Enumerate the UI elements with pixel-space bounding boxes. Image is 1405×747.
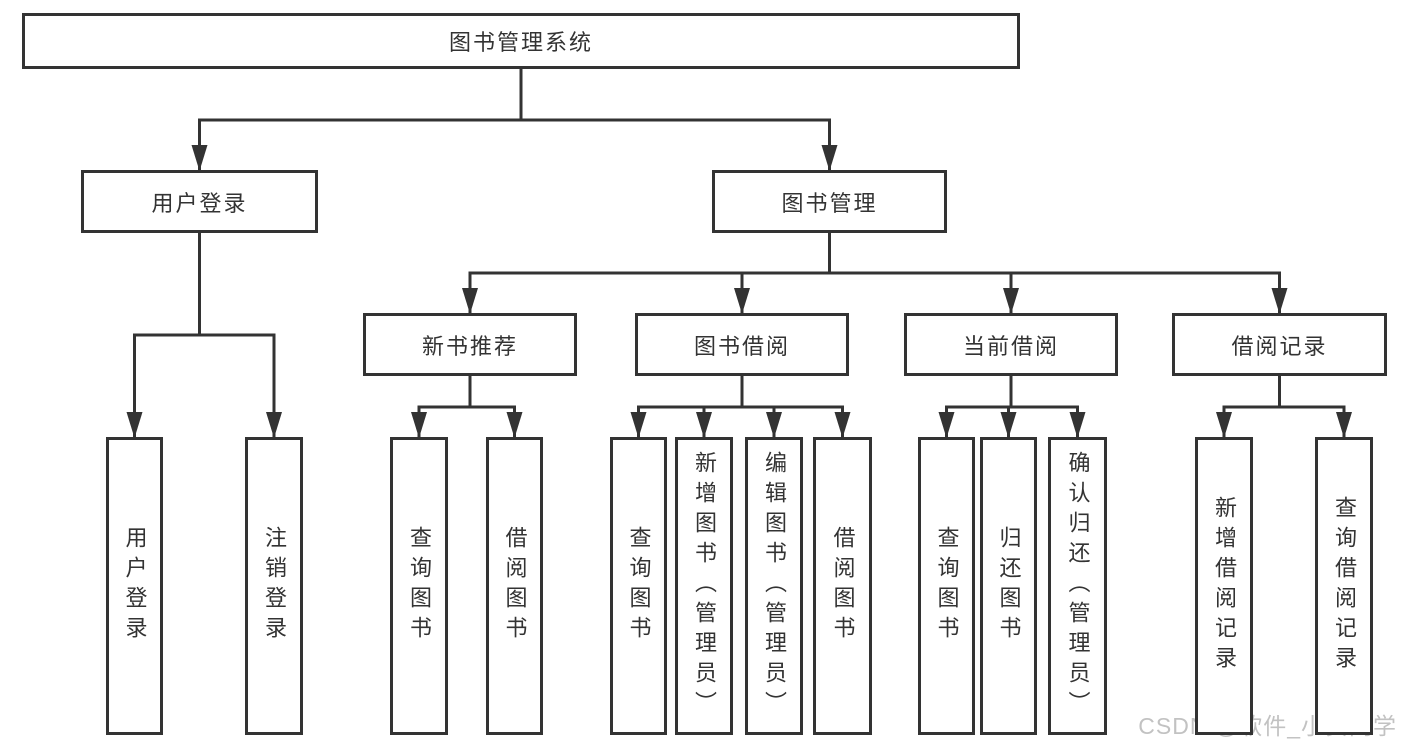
node-label: 确认归还（管理员）	[1065, 451, 1091, 721]
node-leaf-query-books-1: 查询图书	[390, 437, 448, 735]
node-label: 查询图书	[934, 526, 960, 646]
node-leaf-logout: 注销登录	[245, 437, 303, 735]
node-leaf-query-books-3: 查询图书	[918, 437, 975, 735]
node-label: 查询图书	[407, 526, 432, 646]
node-book-management: 图书管理	[712, 170, 947, 233]
node-label: 新增图书（管理员）	[692, 451, 717, 721]
node-label: 借阅图书	[502, 526, 528, 646]
node-leaf-query-borrow-record: 查询借阅记录	[1315, 437, 1373, 735]
node-label: 归还图书	[996, 526, 1022, 646]
node-leaf-add-borrow-record: 新增借阅记录	[1195, 437, 1253, 735]
node-current-borrowing: 当前借阅	[904, 313, 1118, 376]
node-label: 图书管理	[781, 190, 878, 216]
node-label: 查询图书	[626, 526, 652, 646]
node-leaf-add-books: 新增图书（管理员）	[675, 437, 733, 735]
node-label: 图书管理系统	[448, 30, 593, 55]
node-label: 查询借阅记录	[1332, 496, 1357, 676]
node-leaf-borrow-books-2: 借阅图书	[813, 437, 872, 735]
node-label: 借阅图书	[830, 526, 856, 646]
node-label: 借阅记录	[1231, 333, 1328, 359]
node-user-login: 用户登录	[81, 170, 318, 233]
node-label: 新增借阅记录	[1212, 496, 1237, 676]
node-borrowing-records: 借阅记录	[1172, 313, 1387, 376]
node-label: 图书借阅	[693, 333, 790, 359]
node-leaf-borrow-books-1: 借阅图书	[486, 437, 543, 735]
node-leaf-edit-books: 编辑图书（管理员）	[745, 437, 803, 735]
node-label: 用户登录	[151, 190, 248, 216]
node-label: 新书推荐	[421, 333, 518, 359]
node-label: 当前借阅	[962, 333, 1059, 359]
node-leaf-return-books: 归还图书	[980, 437, 1037, 735]
node-leaf-user-login: 用户登录	[106, 437, 163, 735]
node-leaf-query-books-2: 查询图书	[610, 437, 667, 735]
node-leaf-confirm-return: 确认归还（管理员）	[1048, 437, 1107, 735]
node-root-system: 图书管理系统	[22, 13, 1020, 69]
node-book-borrowing: 图书借阅	[635, 313, 849, 376]
node-label: 用户登录	[122, 526, 148, 646]
node-label: 注销登录	[262, 526, 287, 646]
node-label: 编辑图书（管理员）	[762, 451, 787, 721]
node-new-book-recommend: 新书推荐	[363, 313, 577, 376]
